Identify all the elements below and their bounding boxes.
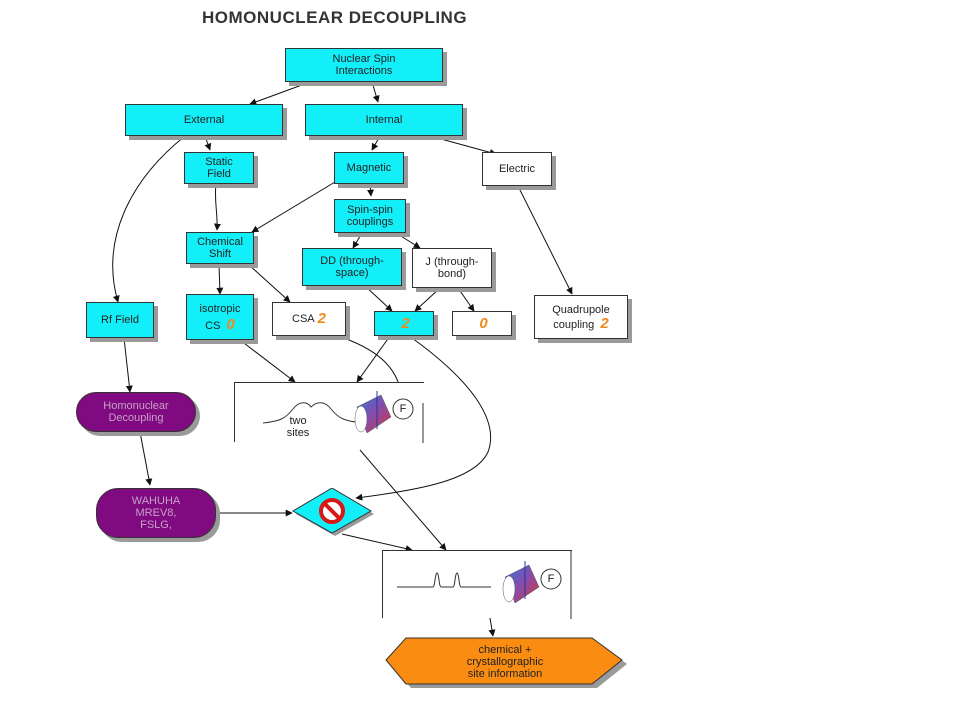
node-electric-label: Electric — [498, 163, 536, 175]
edge-j-2 — [414, 287, 441, 312]
edge-homodecoupling-sequences — [139, 431, 153, 486]
node-pulse-sequences: WAHUHA MREV8, FSLG, — [96, 488, 216, 538]
dd-rank-number: 2 — [401, 314, 410, 332]
node-pulse-sequences-label: WAHUHA MREV8, FSLG, — [131, 495, 181, 531]
node-internal-label: Internal — [365, 114, 403, 126]
node-nuclear-label: Nuclear Spin Interactions — [332, 53, 396, 77]
csa-rank-number: 2 — [317, 310, 326, 327]
node-magnetic: Magnetic — [334, 152, 404, 184]
node-dd-rank: 2 — [374, 311, 434, 336]
edge-magnetic-spinspin — [366, 183, 374, 197]
prohibition-diamond — [292, 488, 374, 536]
rotor-icon-2 — [502, 561, 562, 604]
node-magnetic-label: Magnetic — [346, 162, 392, 174]
node-j-rank: 0 — [452, 311, 512, 336]
node-electric: Electric — [482, 152, 552, 186]
narrow-spectrum-panel: F — [382, 550, 572, 619]
isotropic-rank-number: 0 — [226, 315, 235, 333]
node-quadrupole-coupling: Quadrupole coupling 2 — [534, 295, 628, 339]
node-isotropic-label: isotropic — [199, 302, 241, 315]
edge-spinspin-j — [395, 232, 421, 249]
broad-spectrum-panel: two sites F — [234, 382, 424, 443]
edge-isotropic-twosites — [239, 339, 296, 383]
node-quadrupole-label-1: Quadrupole — [552, 303, 610, 316]
edge-twosites-narrowplot — [359, 449, 447, 551]
node-spin-spin-couplings: Spin-spin couplings — [334, 199, 406, 233]
rotor-label-1: F — [399, 403, 407, 415]
edge-internal-magnetic — [371, 135, 381, 151]
edge-external-rffield — [112, 135, 186, 303]
edge-spinspin-dd — [352, 232, 363, 249]
narrow-spectrum-line — [397, 572, 491, 588]
node-csa-label: CSA — [292, 313, 315, 325]
node-internal: Internal — [305, 104, 463, 136]
rotor-icon-1 — [354, 391, 414, 434]
node-spin-spin-label: Spin-spin couplings — [346, 204, 394, 228]
node-external-label: External — [183, 114, 225, 126]
node-chemical-shift-label: Chemical Shift — [197, 236, 243, 260]
j-rank-number: 0 — [479, 314, 488, 332]
node-homonuclear-decoupling: Homonuclear Decoupling — [76, 392, 196, 432]
node-static-field: Static Field — [184, 152, 254, 184]
node-rf-field-label: Rf Field — [101, 314, 139, 326]
node-external: External — [125, 104, 283, 136]
node-isotropic-cs: isotropic CS 0 — [186, 294, 254, 340]
edge-narrowplot-result — [488, 617, 496, 637]
edge-nuclear-external — [249, 81, 311, 106]
edge-prohibit-narrowplot — [341, 533, 413, 553]
node-isotropic-cs-label: CS — [205, 319, 221, 332]
page-title: HOMONUCLEAR DECOUPLING — [202, 8, 468, 27]
node-j: J (through- bond) — [412, 248, 492, 288]
broad-spectrum-line — [262, 402, 364, 424]
result-hexagon — [385, 637, 627, 688]
two-sites-label: two sites — [286, 415, 310, 439]
node-chemical-shift: Chemical Shift — [186, 232, 254, 264]
edge-chemshift-csa — [247, 263, 291, 303]
edge-j-0 — [457, 287, 475, 312]
edge-2-rotor — [356, 335, 391, 383]
node-dd: DD (through- space) — [302, 248, 402, 286]
node-rf-field: Rf Field — [86, 302, 154, 338]
edge-2-prohibit — [355, 337, 492, 501]
edge-external-staticfield — [204, 135, 212, 151]
edge-internal-electric — [429, 135, 497, 156]
edge-staticfield-chemshift — [213, 183, 221, 231]
node-homonuclear-decoupling-label: Homonuclear Decoupling — [103, 400, 169, 424]
node-nuclear-spin-interactions: Nuclear Spin Interactions — [285, 48, 443, 82]
narrow-spectrum-svg — [397, 551, 572, 619]
quadrupole-rank-number: 2 — [600, 314, 609, 332]
result-label: chemical + crystallographic site informa… — [466, 644, 544, 680]
edge-magnetic-chemshift — [251, 181, 336, 233]
broad-spectrum-svg — [262, 402, 424, 443]
edge-electric-quadrupole — [517, 185, 573, 295]
node-j-label: J (through- bond) — [425, 256, 479, 280]
edge-chemshift-isotropic — [216, 263, 224, 295]
edge-dd-2 — [364, 285, 393, 312]
node-csa: CSA 2 — [272, 302, 346, 336]
node-quadrupole-label-2: coupling — [553, 318, 595, 331]
rotor-label-2: F — [547, 573, 555, 585]
node-static-field-label: Static Field — [205, 156, 233, 180]
edge-rffield-homodecoupling — [123, 337, 133, 393]
node-dd-label: DD (through- space) — [320, 255, 384, 279]
edge-nuclear-internal — [371, 81, 380, 103]
